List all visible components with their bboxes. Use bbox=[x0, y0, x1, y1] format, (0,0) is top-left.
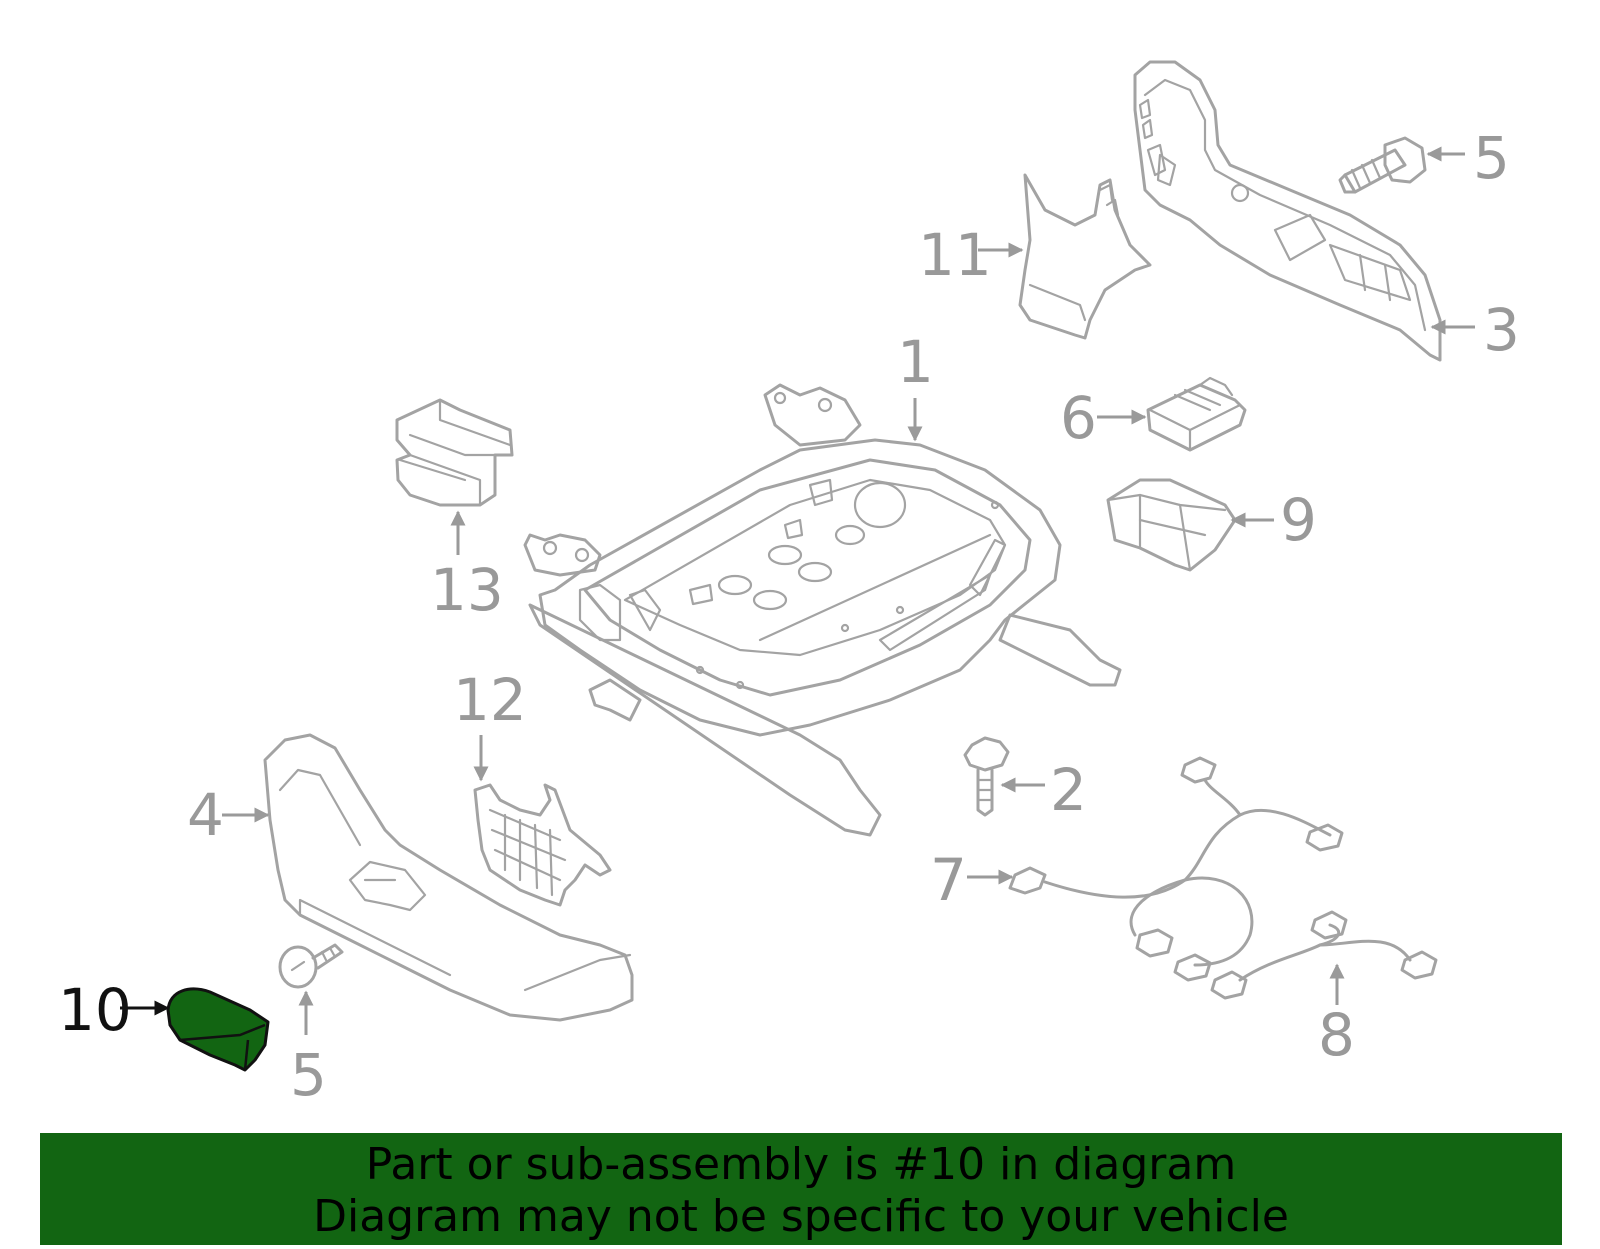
part-11-bracket bbox=[1018, 173, 1152, 340]
part-1-seat-frame bbox=[523, 383, 1122, 837]
parts-diagram: 1 2 3 4 5 5 6 7 8 9 10 11 12 13 bbox=[58, 60, 1520, 1109]
part-12-bracket bbox=[473, 783, 612, 907]
part-10-highlighted[interactable] bbox=[166, 987, 270, 1072]
callout-12: 12 bbox=[453, 666, 527, 734]
callout-13: 13 bbox=[430, 556, 504, 624]
part-2-bolt bbox=[963, 736, 1010, 817]
callout-3: 3 bbox=[1483, 296, 1520, 364]
part-3-outer-cover bbox=[1133, 60, 1442, 362]
callout-4: 4 bbox=[187, 781, 224, 849]
callout-5-bottom: 5 bbox=[290, 1041, 327, 1109]
part-6-module bbox=[1146, 376, 1247, 452]
callout-8: 8 bbox=[1318, 1001, 1355, 1069]
part-4-side-cover bbox=[263, 733, 634, 1022]
banner-line-part: Part or sub-assembly is #10 in diagram bbox=[365, 1139, 1237, 1190]
callout-10: 10 bbox=[58, 976, 132, 1044]
callout-9: 9 bbox=[1280, 486, 1317, 554]
info-banner: Part or sub-assembly is #10 in diagram D… bbox=[40, 1133, 1562, 1245]
part-8-harness bbox=[1210, 910, 1438, 1000]
callout-1: 1 bbox=[897, 328, 934, 396]
part-13-clip bbox=[395, 398, 514, 507]
leader-arrows bbox=[120, 146, 1475, 1035]
part-5-bolt-top bbox=[1338, 136, 1427, 194]
part-7-harness bbox=[1008, 756, 1344, 982]
callout-labels: 1 2 3 4 5 5 6 7 8 9 10 11 12 13 bbox=[58, 124, 1520, 1109]
part-5-screw-bottom bbox=[278, 943, 344, 989]
callout-7: 7 bbox=[930, 846, 967, 914]
callout-11: 11 bbox=[918, 221, 992, 289]
banner-line-disclaimer: Diagram may not be specific to your vehi… bbox=[313, 1191, 1289, 1242]
callout-2: 2 bbox=[1050, 756, 1087, 824]
callout-6: 6 bbox=[1060, 384, 1097, 452]
callout-5-top: 5 bbox=[1473, 124, 1510, 192]
part-9-box bbox=[1106, 478, 1237, 572]
